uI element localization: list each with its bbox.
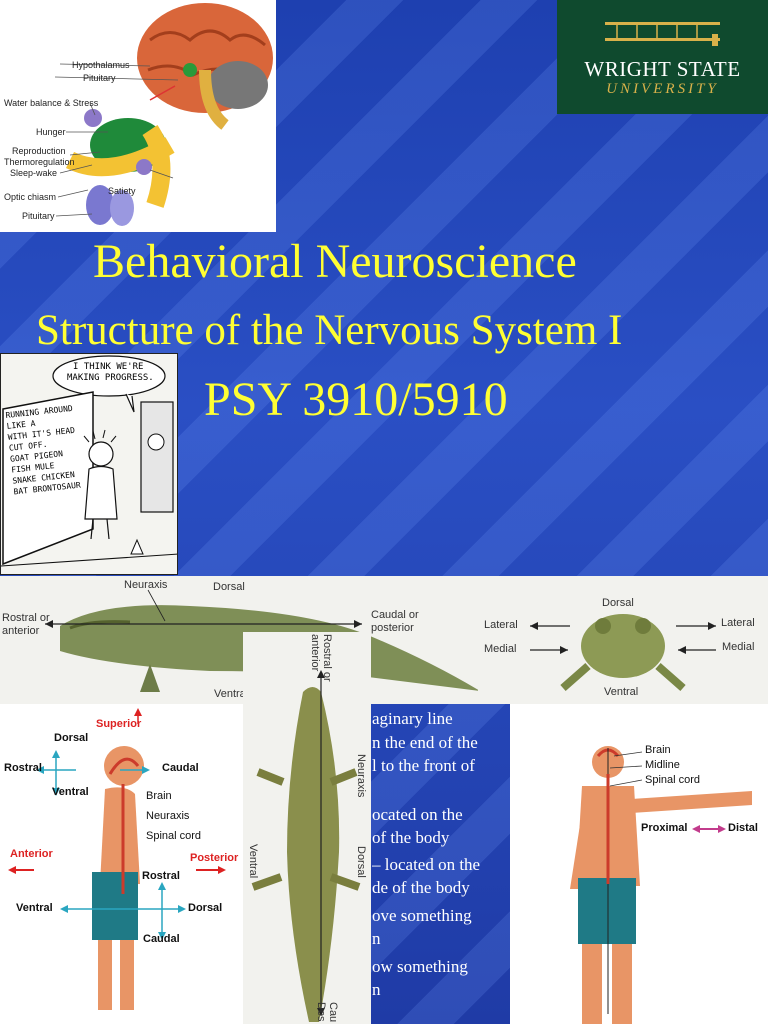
label-top-rostral-1: Rostral or xyxy=(321,634,333,682)
wright-state-logo: WRIGHT STATE UNIVERSITY xyxy=(557,0,768,114)
label-posterior: Posterior xyxy=(190,852,239,864)
label-top-caudal-1: Cau xyxy=(327,1002,339,1023)
bullet-line: l to the front of xyxy=(372,756,475,775)
label-frog-medial-left: Medial xyxy=(484,643,517,655)
label-optic-chiasm: Optic chiasm xyxy=(4,192,57,202)
label-top-caudal-2: Dos xyxy=(315,1002,327,1022)
label-front-proximal: Proximal xyxy=(641,822,688,834)
label-top-neuraxis-text: Neuraxis xyxy=(355,754,367,798)
hypothalamus-diagram: Hypothalamus Pituitary Water balance & S… xyxy=(0,0,276,232)
slide-subtitle: Structure of the Nervous System I xyxy=(36,307,623,354)
label-sleep-wake: Sleep-wake xyxy=(10,168,58,178)
label-human-ventral-2: Ventral xyxy=(16,902,53,914)
label-human-spinal-cord: Spinal cord xyxy=(146,830,202,842)
label-human-rostral: Rostral xyxy=(4,762,42,774)
label-front-distal: Distal xyxy=(728,822,758,834)
label-frog-lateral-left: Lateral xyxy=(484,619,518,631)
label-human-dorsal: Dorsal xyxy=(54,732,89,744)
bullet-line: ove something xyxy=(372,906,472,925)
label-reproduction: Reproduction xyxy=(12,146,66,156)
label-human-caudal-2: Caudal xyxy=(143,933,180,945)
label-human-ventral: Ventral xyxy=(52,786,89,798)
label-pituitary-bottom: Pituitary xyxy=(22,211,55,221)
wright-flyer-icon xyxy=(605,22,720,46)
bullet-line: n xyxy=(372,929,381,948)
label-top-caudal: Cau xyxy=(327,1002,339,1022)
label-anterior: Anterior xyxy=(10,848,53,860)
crocodile-top-diagram: Rostral or anterior Neuraxis Ventral Dor… xyxy=(243,632,371,1024)
bullet-line: ocated on the xyxy=(372,805,463,824)
cartoon-panel: I THINK WE'RE MAKING PROGRESS. RUNNING A… xyxy=(0,353,178,575)
label-frog-medial-right: Medial xyxy=(722,641,755,653)
label-front-brain: Brain xyxy=(645,744,671,756)
slide-title: Behavioral Neuroscience xyxy=(93,235,577,288)
label-thermoregulation: Thermoregulation xyxy=(4,157,75,167)
label-human-dorsal-2: Dorsal xyxy=(188,902,223,914)
label-water-balance: Water balance & Stress xyxy=(4,98,99,108)
logo-line-1: WRIGHT STATE xyxy=(584,57,741,81)
label-top-caudal-b: Dos xyxy=(315,1002,327,1022)
bullet-line: – located on the xyxy=(372,855,481,874)
label-top-ventral: Ventral xyxy=(247,844,259,878)
crocodile-side-diagram: Neuraxis Dorsal Rostral or anterior Caud… xyxy=(0,576,478,704)
brain-illustration xyxy=(54,3,273,226)
label-frog-ventral: Ventral xyxy=(604,686,639,698)
label-rostral-1: Rostral or xyxy=(2,612,50,624)
bullet-line: de of the body xyxy=(372,878,470,897)
human-front-diagram: Brain Midline Spinal cord Proximal Dista… xyxy=(510,704,768,1024)
course-number: PSY 3910/5910 xyxy=(204,373,508,426)
label-frog-lateral-right: Lateral xyxy=(721,617,755,629)
label-top-neuraxis: Neuraxis xyxy=(355,754,367,797)
human-side-diagram: Superior Dorsal Rostral Caudal Ventral B… xyxy=(0,704,243,1024)
label-top-dorsal: Dorsal xyxy=(355,846,367,878)
label-ventral: Ventral xyxy=(214,688,249,700)
cartoon-bubble-1: I THINK WE'RE xyxy=(73,362,144,372)
label-top-dorsal-text: Dorsal xyxy=(355,846,367,878)
frog-diagram: Dorsal Lateral Lateral Medial Medial Ven… xyxy=(478,576,768,704)
label-hypothalamus: Hypothalamus xyxy=(72,60,130,70)
human-side-illustration xyxy=(8,708,226,1010)
label-superior: Superior xyxy=(96,718,142,730)
label-front-spinal-cord: Spinal cord xyxy=(645,774,701,786)
bullet-line: n the end of the xyxy=(372,733,478,752)
label-satiety: Satiety xyxy=(108,186,136,196)
label-caudal-1: Caudal or xyxy=(371,609,419,621)
cartoon-bubble-2: MAKING PROGRESS. xyxy=(67,373,154,383)
label-frog-dorsal: Dorsal xyxy=(602,597,634,609)
label-top-ventral-text: Ventral xyxy=(247,844,259,879)
label-top-rostral: Rostral or xyxy=(321,634,333,682)
label-human-rostral-2: Rostral xyxy=(142,870,180,882)
label-human-caudal: Caudal xyxy=(162,762,199,774)
crocodile-side-illustration xyxy=(45,589,478,694)
cartoon-drawing xyxy=(1,355,177,567)
bullet-line: of the body xyxy=(372,828,450,847)
logo-line-2: UNIVERSITY xyxy=(606,81,719,97)
human-front-illustration xyxy=(570,746,752,1024)
label-human-neuraxis: Neuraxis xyxy=(146,810,190,822)
label-human-brain: Brain xyxy=(146,790,172,802)
label-hunger: Hunger xyxy=(36,127,66,137)
label-top-rostral-2: anterior xyxy=(309,634,321,672)
label-caudal-2: posterior xyxy=(371,622,414,634)
bullet-line: ow something xyxy=(372,957,468,976)
label-dorsal: Dorsal xyxy=(213,581,245,593)
cartoon-chalkboard-text: RUNNING AROUND LIKE A WITH IT'S HEAD CUT… xyxy=(5,403,81,498)
label-top-anterior: anterior xyxy=(309,634,321,671)
label-pituitary-top: Pituitary xyxy=(83,73,116,83)
label-rostral-2: anterior xyxy=(2,625,40,637)
label-front-midline: Midline xyxy=(645,759,680,771)
bullet-line: aginary line xyxy=(372,709,453,728)
bullet-line: n xyxy=(372,980,381,999)
label-neuraxis: Neuraxis xyxy=(124,579,168,591)
crocodile-top-illustration xyxy=(251,670,361,1022)
frog-illustration xyxy=(530,614,716,692)
